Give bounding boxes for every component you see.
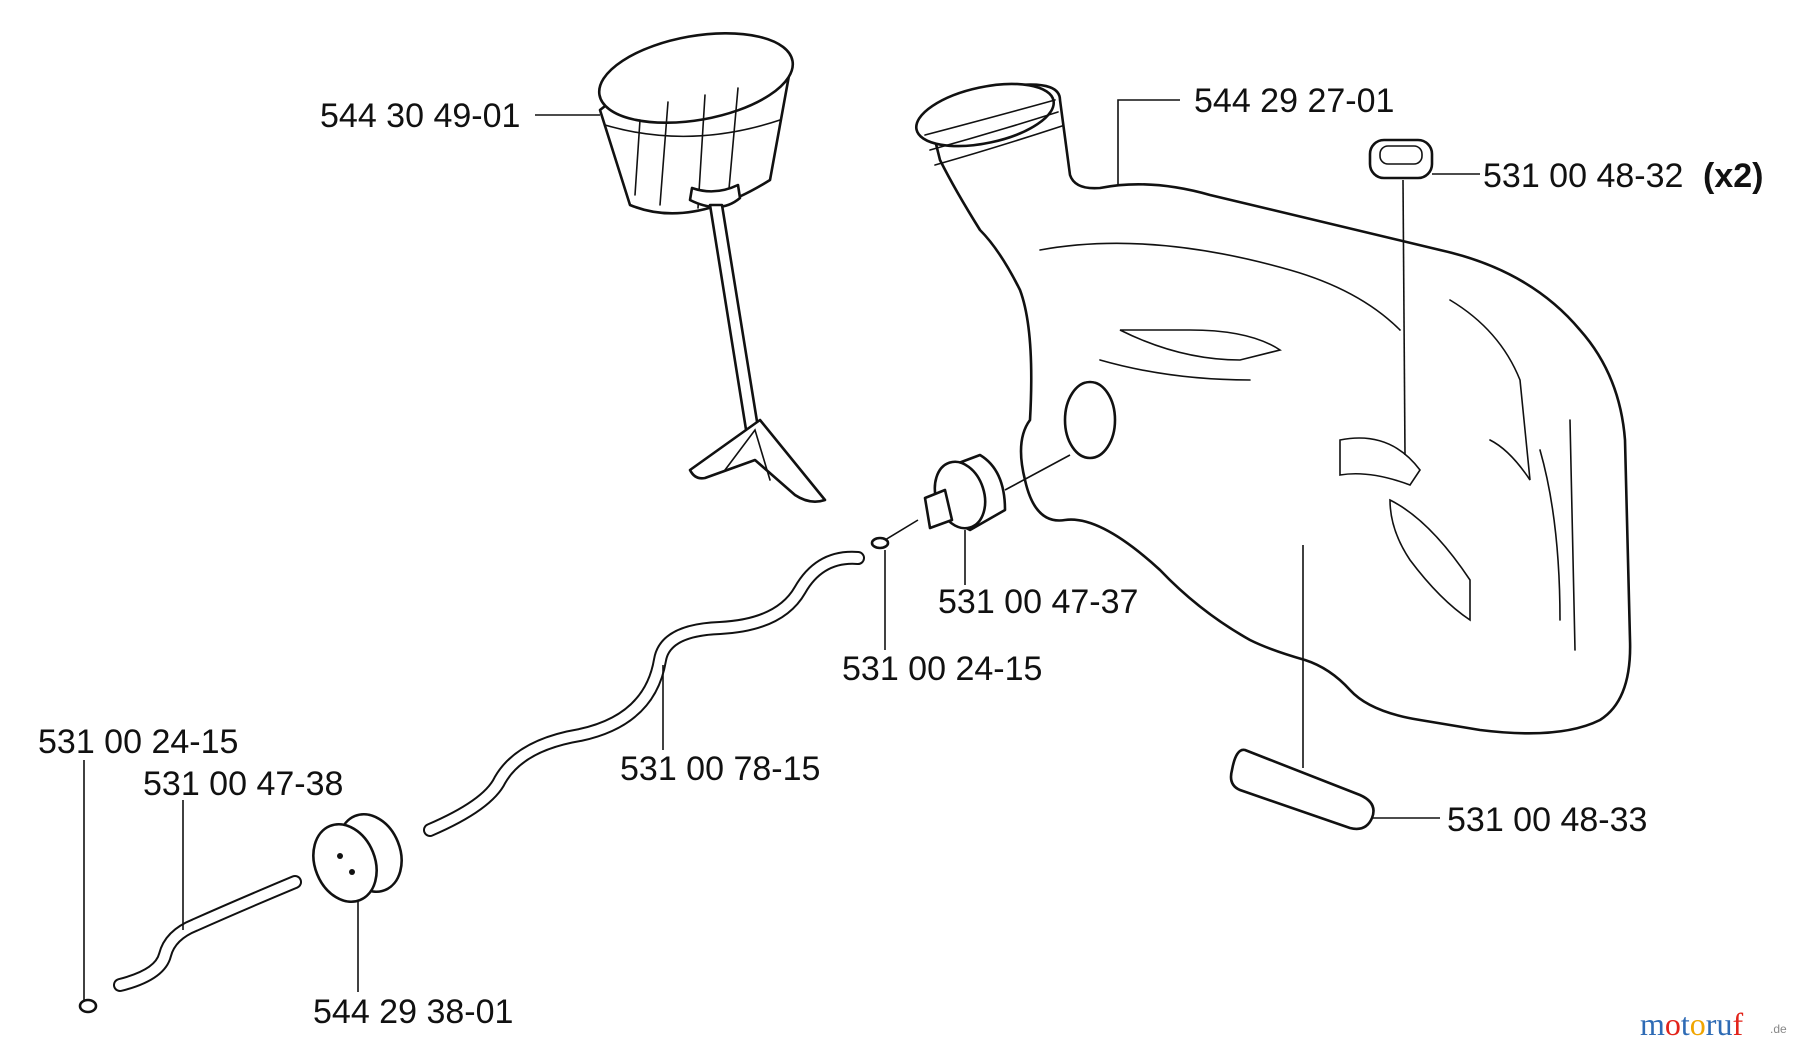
watermark-logo: motoruf .de: [1640, 1006, 1787, 1042]
label-oil-cap: 544 30 49-01: [320, 97, 520, 135]
label-strainer: 531 00 47-37: [938, 583, 1138, 621]
label-bottom-pad: 531 00 48-33: [1447, 801, 1647, 839]
label-grommet: 544 29 38-01: [313, 993, 513, 1031]
label-top-pad: 531 00 48-32: [1483, 157, 1683, 195]
lower-hose-drawing: [78, 760, 302, 1014]
clamp-upper-drawing: [870, 536, 890, 650]
label-oil-tank: 544 29 27-01: [1194, 82, 1394, 120]
leader-lines: [535, 99, 1480, 819]
label-oil-hose: 531 00 78-15: [620, 750, 820, 788]
top-pad-drawing: [1368, 138, 1434, 456]
label-clamp-upper: 531 00 24-15: [842, 650, 1042, 688]
grommet-drawing: [312, 812, 403, 992]
strainer-drawing: [884, 453, 1071, 585]
watermark-suffix: .de: [1770, 1022, 1787, 1036]
bottom-pad-drawing: [1229, 545, 1375, 831]
oil-cap-drawing: [597, 31, 827, 503]
oil-hose-drawing: [423, 550, 865, 837]
oil-tank-drawing: [914, 82, 1632, 735]
label-top-pad-qty: (x2): [1703, 157, 1763, 195]
watermark-text: motoruf: [1640, 1006, 1743, 1042]
label-clamp-lower: 531 00 24-15: [38, 723, 238, 761]
label-hose-lower: 531 00 47-38: [143, 765, 343, 803]
